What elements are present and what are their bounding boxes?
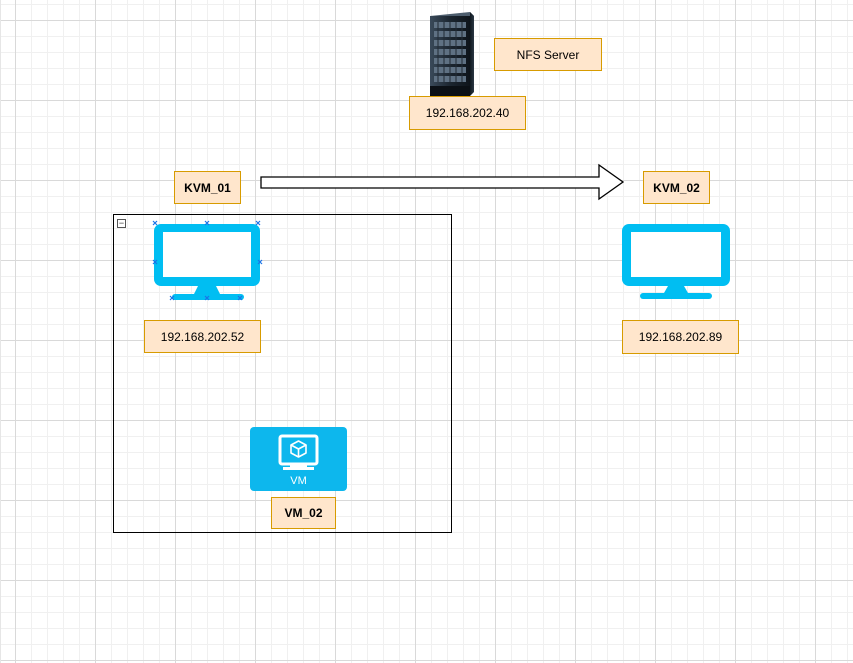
nfs-server-ip-label[interactable]: 192.168.202.40 — [409, 96, 526, 130]
kvm-02-ip-label[interactable]: 192.168.202.89 — [622, 320, 739, 354]
collapse-toggle-icon[interactable]: − — [117, 218, 126, 228]
vm-02-label[interactable]: VM_02 — [271, 497, 336, 529]
server-rack-icon[interactable] — [424, 12, 476, 96]
vm-icon-text: VM — [290, 475, 307, 487]
migration-arrow[interactable] — [259, 163, 625, 203]
virtual-machine-icon[interactable]: VM — [250, 427, 347, 491]
kvm-01-label[interactable]: KVM_01 — [174, 171, 241, 204]
kvm-01-container[interactable] — [113, 214, 452, 533]
nfs-server-label[interactable]: NFS Server — [494, 38, 602, 71]
kvm-01-ip-label[interactable]: 192.168.202.52 — [144, 320, 261, 353]
kvm-02-monitor-icon[interactable] — [620, 222, 732, 302]
kvm-01-monitor-icon[interactable] — [150, 220, 268, 304]
kvm-02-label[interactable]: KVM_02 — [643, 171, 710, 204]
canvas-edge — [0, 0, 1, 663]
